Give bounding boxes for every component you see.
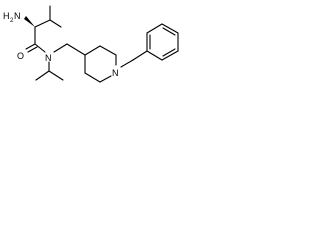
bond-ring-c5-c4	[84, 45, 101, 56]
bond-ph-2-3	[146, 23, 163, 34]
bond-ca-cb	[34, 19, 51, 28]
molecule-diagram: H 2 N O N N	[3, 5, 179, 83]
bond-ch2-ring	[66, 43, 86, 56]
bond-carbonyl-double-a	[25, 43, 36, 50]
carbonyl-oxygen-label: O	[17, 51, 24, 61]
bond-n1-benzyl-ch2	[120, 59, 134, 68]
wedge-bond-ca-nh2	[24, 16, 35, 27]
bond-iso-methyl-left	[35, 70, 50, 81]
bond-ph-5-6	[161, 50, 179, 61]
bond-ring-c6-c5	[99, 45, 117, 56]
bond-ph-inner-b	[162, 27, 176, 36]
bond-ph-6-1	[146, 50, 163, 61]
amine-subscript-label: 2	[10, 18, 14, 24]
piperidine-nitrogen-label: N	[112, 68, 119, 78]
bond-ring-c2-n1	[99, 75, 112, 83]
bond-carbonyl-n	[34, 43, 46, 53]
bond-n-ch2	[53, 43, 68, 53]
bond-benzyl-ch2-phenyl	[132, 50, 148, 61]
amine-n-label: N	[14, 11, 21, 21]
bond-carbonyl-double-b	[27, 46, 38, 53]
bond-cb-methyl-right	[49, 19, 62, 28]
bond-ring-c3-c2	[84, 72, 101, 83]
amide-nitrogen-label: N	[45, 53, 52, 63]
amine-h-label: H	[3, 11, 10, 21]
bond-ph-3-4	[161, 23, 179, 34]
bond-iso-methyl-right	[48, 70, 64, 81]
bond-ph-inner-c	[162, 48, 176, 57]
